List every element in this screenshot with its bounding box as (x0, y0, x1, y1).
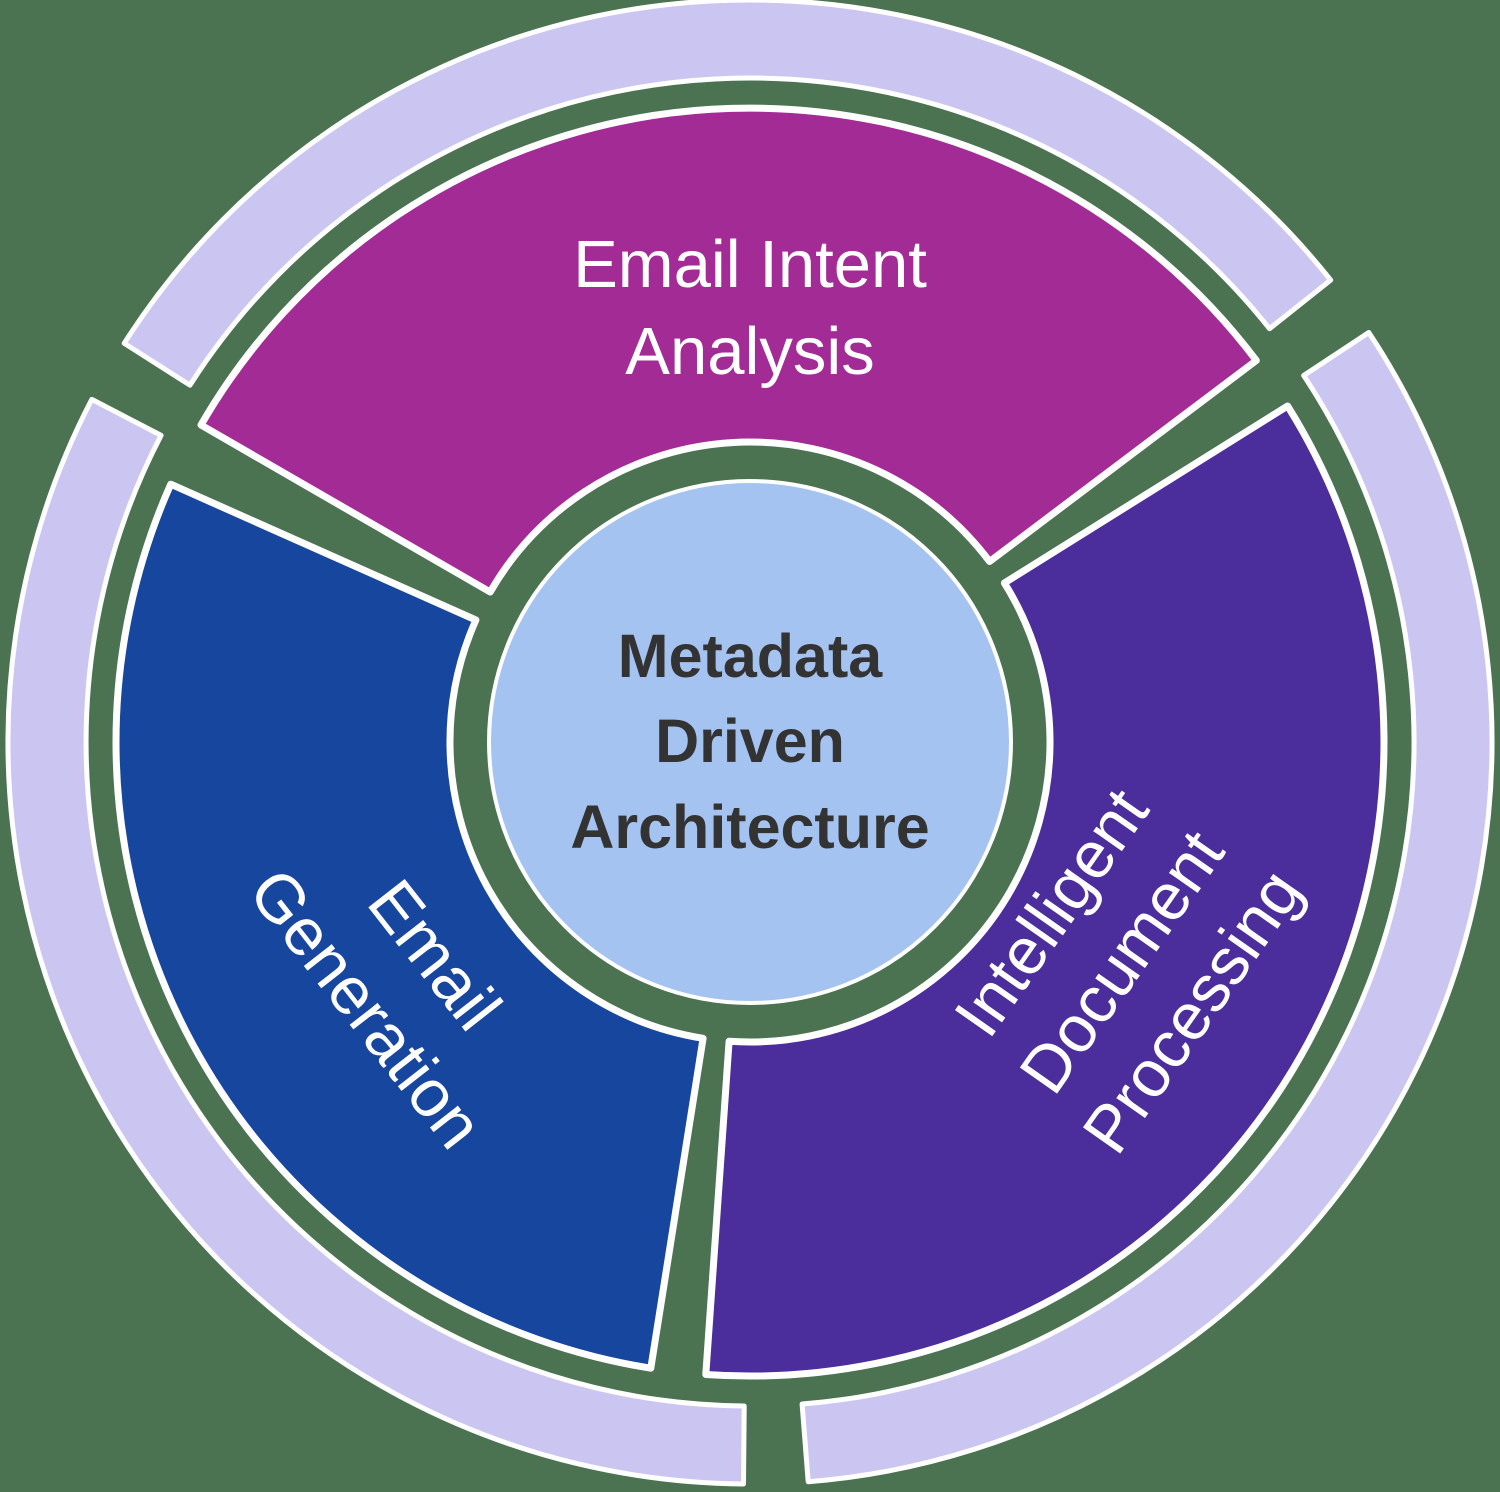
segment-ring (112, 104, 1388, 1380)
outer-ring-arc-top (121, 0, 1334, 388)
outer-ring-arc-right (799, 330, 1495, 1485)
label-line: Driven (655, 707, 845, 776)
label-line: Metadata (617, 621, 883, 690)
outer-ring (5, 0, 1495, 1487)
segment-email-generation (112, 480, 707, 1372)
label-line: Email Intent (573, 226, 927, 302)
segment-intelligent-document-processing (702, 402, 1388, 1380)
center-circle (487, 479, 1013, 1005)
label-metadata-driven-architecture: Metadata Driven Architecture (570, 614, 929, 870)
outer-ring-arc-left (5, 396, 747, 1487)
segment-email-intent-analysis (197, 104, 1260, 596)
label-email-intent-analysis: Email Intent Analysis (573, 221, 927, 395)
label-line: Analysis (625, 314, 875, 389)
label-line: Architecture (570, 792, 930, 861)
